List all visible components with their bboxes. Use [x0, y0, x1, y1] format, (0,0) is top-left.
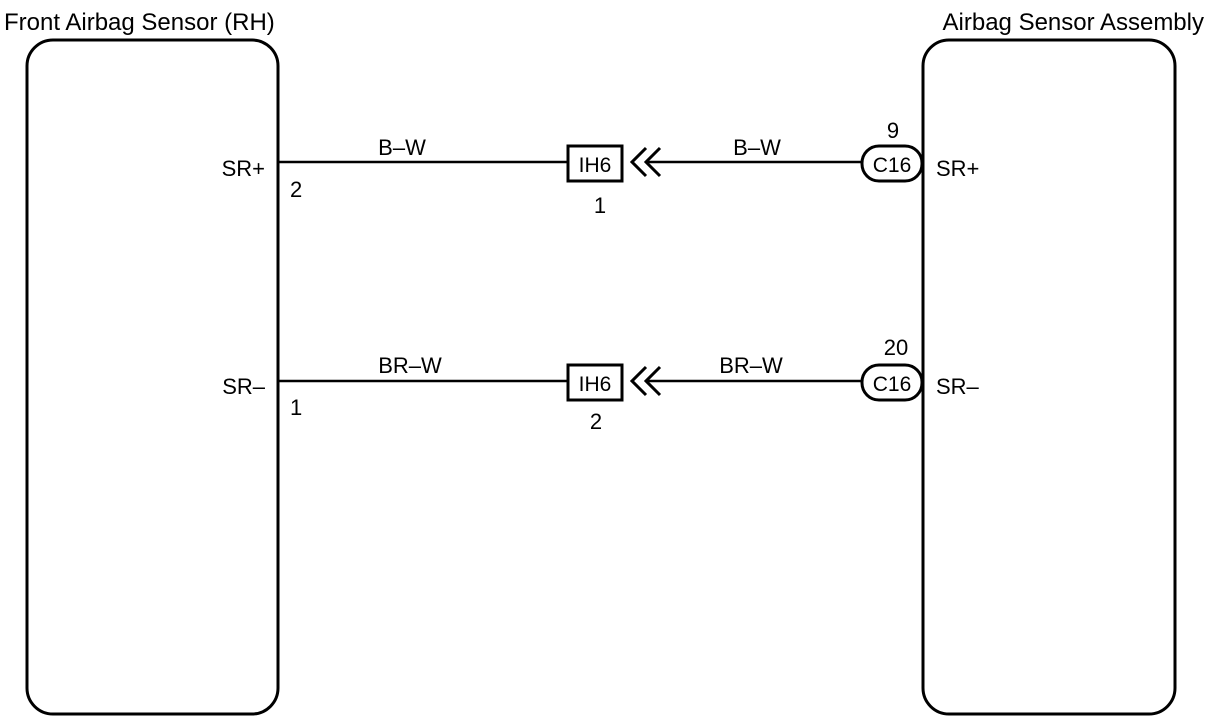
component-connector-label: C16 [873, 373, 912, 396]
component-connector-pill [860, 363, 924, 402]
wire-color-label-left: B–W [378, 135, 426, 160]
right-pin-number: 20 [884, 335, 908, 360]
wire-color-label-right: BR–W [719, 353, 783, 378]
right-component-title: Airbag Sensor Assembly [943, 9, 1204, 36]
wire-sr-minus: SR– 1 BR–W IH6 2 BR–W C16 20 SR– [222, 335, 979, 434]
left-pin-name: SR– [222, 374, 266, 399]
junction-pin-number: 1 [594, 193, 606, 218]
right-pin-number: 9 [887, 118, 899, 143]
junction-connector-label: IH6 [579, 154, 612, 177]
component-connector-label: C16 [873, 154, 912, 177]
left-pin-number: 2 [290, 177, 302, 202]
connector-arrow-icon [629, 365, 648, 397]
connector-arrow-icon [629, 146, 648, 178]
wire-color-label-right: B–W [733, 135, 781, 160]
junction-connector-box [566, 144, 624, 183]
connector-arrow-icon [643, 365, 662, 397]
junction-pin-number: 2 [590, 409, 602, 434]
left-component-box [25, 38, 280, 716]
left-pin-name: SR+ [222, 156, 265, 181]
wire-color-label-left: BR–W [378, 353, 442, 378]
junction-connector-box [566, 363, 624, 402]
left-component-title: Front Airbag Sensor (RH) [4, 9, 275, 36]
junction-connector-label: IH6 [579, 373, 612, 396]
right-pin-name: SR+ [936, 156, 979, 181]
right-pin-name: SR– [936, 374, 980, 399]
connector-arrow-icon [643, 146, 662, 178]
right-component-box [921, 38, 1177, 716]
wire-sr-plus: SR+ 2 B–W IH6 1 B–W C16 9 SR+ [222, 118, 980, 218]
left-pin-number: 1 [290, 395, 302, 420]
component-connector-pill [860, 144, 924, 183]
